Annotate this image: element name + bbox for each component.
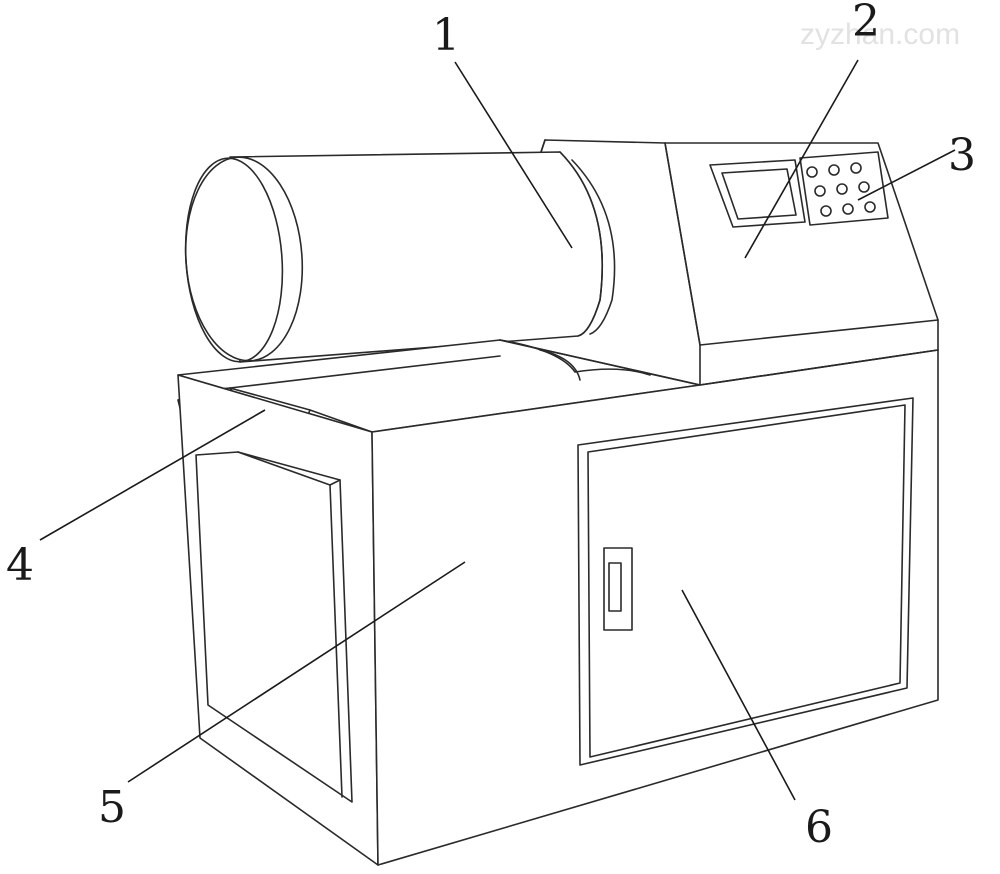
button-icon <box>842 203 854 215</box>
callout-2: 2 <box>852 0 880 47</box>
control-panel-buttons <box>799 151 889 226</box>
button-icon <box>828 164 840 176</box>
leader-line-3 <box>857 149 956 201</box>
watermark-text: zyzhan.com <box>800 18 960 51</box>
leader-line-2 <box>744 59 859 259</box>
button-icon <box>814 185 826 197</box>
leader-line-1 <box>454 61 573 249</box>
callout-labels: 1 2 3 4 5 6 <box>6 0 976 853</box>
button-icon <box>806 166 818 178</box>
callout-1: 1 <box>432 10 460 61</box>
callout-4: 4 <box>6 540 34 591</box>
callout-3: 3 <box>948 130 976 181</box>
leader-lines <box>39 59 956 801</box>
front-door <box>577 397 914 766</box>
cabinet-body <box>177 349 939 866</box>
callout-6: 6 <box>805 802 833 853</box>
door-handle <box>603 547 633 631</box>
button-icon <box>836 183 848 195</box>
button-icon <box>864 201 876 213</box>
leader-line-5 <box>127 561 466 783</box>
button-icon <box>850 162 862 174</box>
rotary-drum <box>184 151 616 363</box>
leader-line-6 <box>681 589 796 801</box>
side-access-panel <box>195 451 353 803</box>
button-icon <box>858 181 870 193</box>
callout-5: 5 <box>98 782 126 833</box>
leader-line-4 <box>39 409 266 541</box>
display-screen <box>709 159 806 228</box>
button-icon <box>820 205 832 217</box>
